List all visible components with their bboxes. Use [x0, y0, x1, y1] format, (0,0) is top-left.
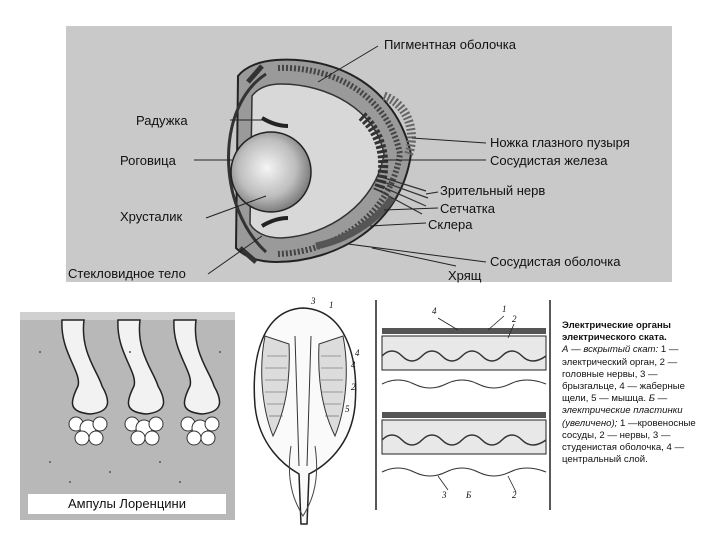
- label-retina: Сетчатка: [440, 201, 496, 216]
- label-cornea: Роговица: [120, 153, 176, 168]
- label-pigment-layer: Пигментная оболочка: [384, 37, 516, 52]
- caption-part-b: Б — электрические пластинки (увеличено);: [562, 393, 683, 429]
- ray-number-3: 3: [311, 296, 316, 306]
- caption-part-a-items: 1 — электрический орган, 2 — головные не…: [562, 344, 685, 405]
- label-cartilage: Хрящ: [448, 268, 482, 283]
- label-sclera: Склера: [428, 217, 473, 232]
- electric-plates-illustration: 4 1 2 3 Б 2: [368, 300, 558, 510]
- eye-illustration: [194, 45, 487, 275]
- ampullae-illustration: Ампулы Лоренцини: [20, 312, 235, 520]
- label-choroid: Сосудистая оболочка: [490, 254, 621, 269]
- label-optic-nerve: Зрительный нерв: [440, 183, 546, 198]
- plate-number-2: 2: [512, 314, 517, 324]
- pigment-layer-shape: [277, 64, 404, 257]
- label-iris: Радужка: [136, 113, 188, 128]
- cornea-shape: [227, 72, 268, 254]
- ray-number-4a: 4: [355, 348, 360, 358]
- plate-letter-b: Б: [466, 490, 472, 500]
- ampullae-caption: Ампулы Лоренцини: [28, 494, 226, 514]
- ampulla-shapes: [61, 319, 221, 415]
- optic-stalk-shape: [382, 91, 416, 158]
- caption-title: Электрические органы электрического скат…: [562, 320, 672, 344]
- plate-upper: [381, 328, 547, 389]
- ray-dissection-illustration: 3 1 4 4 2 5: [245, 296, 363, 528]
- vascular-gland-shape: [358, 112, 389, 193]
- optic-nerve-shape: [373, 175, 429, 215]
- caption-part-a: А — вскрытый скат:: [562, 344, 659, 356]
- plate-number-1: 1: [502, 304, 507, 314]
- label-vascular-gland: Сосудистая железа: [490, 153, 608, 168]
- plate-number-3: 3: [442, 490, 447, 500]
- plate-number-4: 4: [432, 306, 437, 316]
- cartilage-shape: [315, 195, 395, 250]
- label-lens: Хрусталик: [120, 209, 183, 224]
- label-vitreous-body: Стекловидное тело: [68, 266, 186, 281]
- ray-number-1: 1: [329, 300, 334, 310]
- label-optic-stalk: Ножка глазного пузыря: [490, 135, 630, 150]
- iris-shape: [260, 116, 289, 128]
- eye-diagram: Пигментная оболочка Радужка Ножка глазно…: [66, 26, 672, 282]
- ray-number-5: 5: [345, 404, 350, 414]
- caption-part-b-items: 1 —кровеносные сосуды, 2 — нервы, 3 — ст…: [562, 417, 696, 466]
- lens-shape: [230, 131, 312, 213]
- ray-number-4b: 4: [351, 360, 356, 370]
- plate-lower: [381, 412, 547, 477]
- plate-number-2b: 2: [512, 490, 517, 500]
- electric-organ-caption: Электрические органы электрического скат…: [562, 320, 712, 466]
- ray-number-2: 2: [351, 382, 356, 392]
